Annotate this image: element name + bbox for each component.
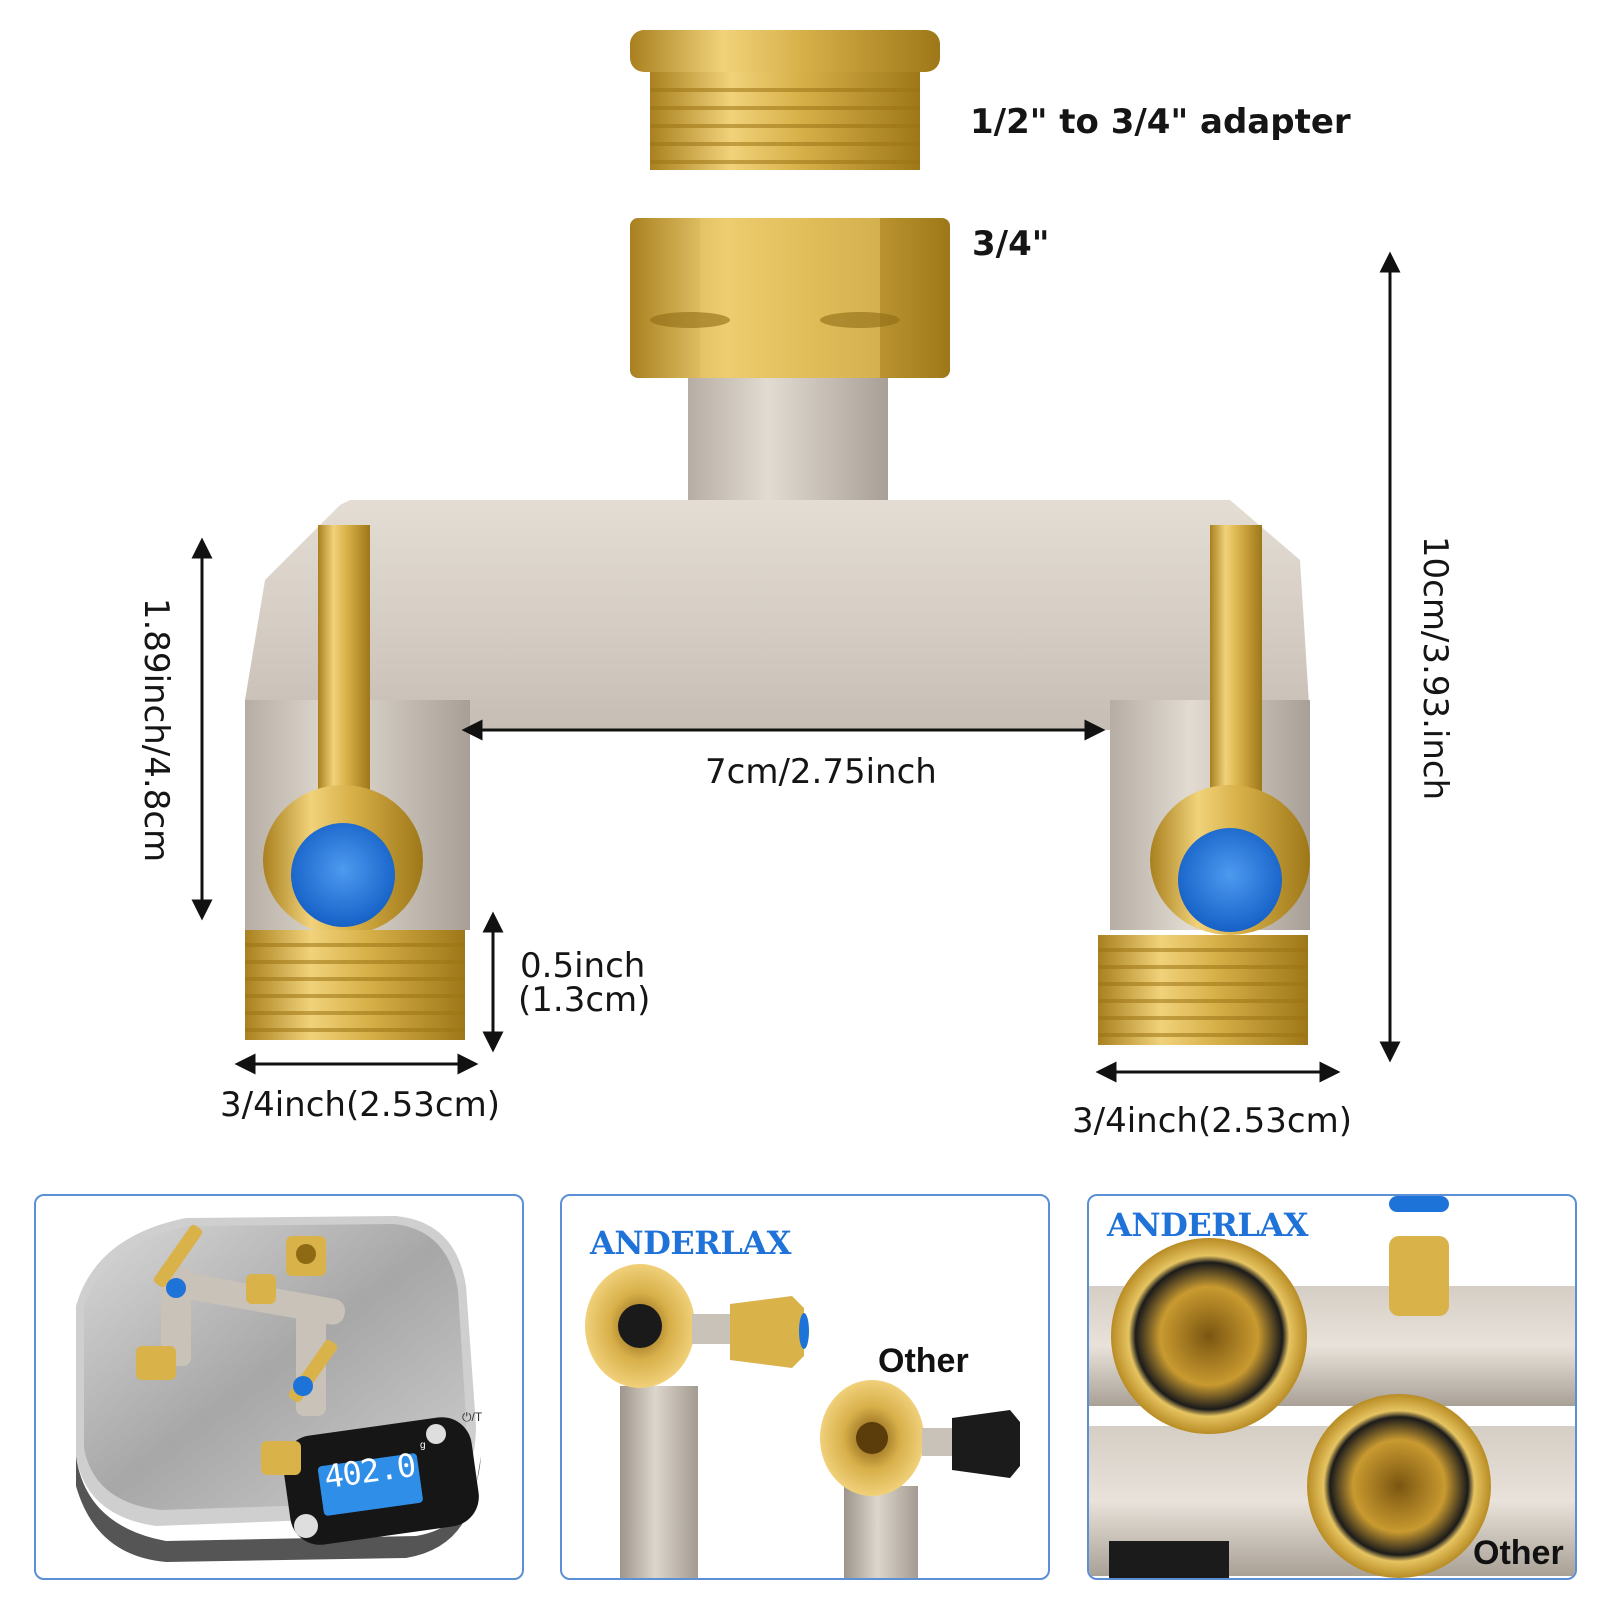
- right-valve-knob: [1178, 828, 1282, 932]
- left-outlet-thread: [245, 930, 465, 1040]
- comparison-panel-fitting: ANDERLAX Other: [1087, 1194, 1577, 1580]
- other-label-mid: Other: [878, 1342, 969, 1380]
- valve-comparison-image: [585, 1264, 1020, 1578]
- comparison-panel-valve: ANDERLAX Other: [560, 1194, 1050, 1580]
- inlet-size-label: 3/4": [972, 224, 1050, 264]
- left-outlet-label: 3/4inch(2.53cm): [220, 1085, 501, 1125]
- scale-unit: g: [420, 1440, 426, 1451]
- right-valve-lever: [1150, 525, 1310, 935]
- right-outlet-thread: [1098, 935, 1308, 1045]
- center-stem: [688, 378, 888, 518]
- other-label-right: Other: [1473, 1534, 1564, 1572]
- spacing-label: 7cm/2.75inch: [705, 752, 937, 792]
- left-valve-lever: [263, 525, 423, 935]
- leg-height-label: 1.89inch/4.8cm: [136, 597, 176, 863]
- right-outlet-label: 3/4inch(2.53cm): [1072, 1101, 1353, 1141]
- adapter-fitting: [630, 30, 940, 170]
- thread-length-cm-label: (1.3cm): [518, 980, 651, 1020]
- scale-tare-button: ⏻/T: [462, 1410, 483, 1424]
- adapter-label: 1/2" to 3/4" adapter: [970, 102, 1351, 142]
- product-illustration: [191, 30, 1401, 1083]
- brand-logo-right: ANDERLAX: [1107, 1206, 1308, 1244]
- total-height-label: 10cm/3.93.inch: [1415, 535, 1455, 801]
- brand-logo-mid: ANDERLAX: [590, 1224, 791, 1262]
- hex-nut: [630, 218, 950, 378]
- scale-display: [317, 1453, 423, 1516]
- scale-panel: 402.0 g ⏻/T: [34, 1194, 524, 1580]
- fitting-comparison-image: [1089, 1196, 1575, 1578]
- left-valve-knob: [291, 823, 395, 927]
- thread-length-label: 0.5inch: [520, 946, 646, 986]
- scale-image: [76, 1216, 481, 1562]
